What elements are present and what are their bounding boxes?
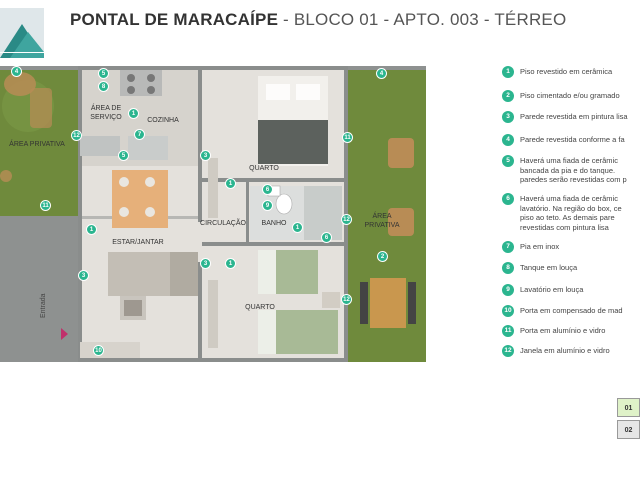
legend-text: Piso revestido em cerâmica [520,67,613,76]
legend-number: 3 [502,111,514,123]
plan-marker: 2 [377,251,388,262]
legend-number: 7 [502,241,514,253]
floor-plan-drawing [0,66,426,362]
floor-selector-item-02[interactable]: 02 [617,420,640,439]
legend-text: Haverá uma fiada de cerâmic lavatório. N… [520,194,622,232]
legend-number: 10 [502,305,514,317]
page-title: PONTAL DE MARACAÍPE - BLOCO 01 - APTO. 0… [70,10,566,30]
room-label-cozinha: COZINHA [147,117,179,124]
room-label-quarto-top: QUARTO [249,165,279,172]
legend-item: 8 Tanque em louça [502,262,640,276]
legend-item: 2 Piso cimentado e/ou gramado [502,90,640,104]
legend-number: 6 [502,193,514,205]
legend-text: Parede revestida em pintura lisa [520,112,628,121]
plan-marker: 1 [292,222,303,233]
entrance-label: Entrada [40,293,47,318]
plan-marker: 6 [262,184,273,195]
legend-number: 12 [502,345,514,357]
legend-number: 2 [502,90,514,102]
room-label-area-privativa-left: ÁREA PRIVATIVA [9,141,65,148]
floor-selector: 01 02 [617,398,640,442]
legend-item: 6 Haverá uma fiada de cerâmic lavatório.… [502,193,640,235]
legend-item: 5 Haverá uma fiada de cerâmic bancada da… [502,155,640,187]
legend-item: 1 Piso revestido em cerâmica [502,66,640,80]
plan-marker: 12 [341,214,352,225]
legend-item: 7 Pia em inox [502,241,640,255]
legend-item: 3 Parede revestida em pintura lisa [502,111,640,125]
plan-marker: 12 [71,130,82,141]
plan-marker: 3 [78,270,89,281]
legend-item: 10 Porta em compensado de mad [502,305,640,319]
plan-marker: 5 [98,68,109,79]
plan-marker: 1 [128,108,139,119]
plan-marker: 1 [225,178,236,189]
room-label-area-servico: ÁREA DE SERVIÇO [90,105,122,121]
legend-number: 8 [502,262,514,274]
plan-marker: 8 [98,81,109,92]
title-project: PONTAL DE MARACAÍPE [70,10,279,29]
legend-number: 5 [502,155,514,167]
floor-plan: ÁREA PRIVATIVA ÁREA DE SERVIÇO COZINHA Q… [0,66,426,362]
room-label-estar-jantar: ESTAR/JANTAR [112,239,164,246]
room-label-area-privativa-right: ÁREA PRIVATIVA [364,213,400,229]
legend-text: Parede revestida conforme a fa [520,135,625,144]
plan-marker: 1 [225,258,236,269]
legend-number: 9 [502,284,514,296]
plan-marker: 9 [262,200,273,211]
plan-marker: 11 [40,200,51,211]
plan-marker: 4 [11,66,22,77]
legend-item: 12 Janela em alumínio e vidro [502,345,640,359]
legend-number: 11 [502,325,514,337]
plan-marker: 11 [342,132,353,143]
floor-selector-item-01[interactable]: 01 [617,398,640,417]
legend-text: Tanque em louça [520,263,578,272]
room-label-circulacao: CIRCULAÇÃO [200,220,246,227]
legend-text: Piso cimentado e/ou gramado [520,91,620,100]
plan-marker: 10 [93,345,104,356]
legend-item: 11 Porta em alumínio e vidro [502,325,640,339]
legend-item: 9 Lavatório em louça [502,284,640,298]
entrance-arrow-icon [61,328,68,340]
plan-marker: 3 [200,258,211,269]
plan-marker: 6 [321,232,332,243]
room-label-quarto-bottom: QUARTO [245,304,275,311]
legend-number: 1 [502,66,514,78]
legend-item: 4 Parede revestida conforme a fa [502,134,640,148]
legend-text: Porta em alumínio e vidro [520,326,606,335]
legend-text: Haverá uma fiada de cerâmic bancada da p… [520,156,627,184]
plan-marker: 3 [200,150,211,161]
legend-text: Janela em alumínio e vidro [520,346,610,355]
legend-text: Porta em compensado de mad [520,306,623,315]
legend-text: Lavatório em louça [520,285,584,294]
room-label-banho: BANHO [261,220,287,227]
plan-marker: 7 [134,129,145,140]
plan-marker: 1 [86,224,97,235]
legend-text: Pia em inox [520,242,560,251]
title-unit: - BLOCO 01 - APTO. 003 - TÉRREO [278,10,567,29]
legend-number: 4 [502,134,514,146]
plan-marker: 4 [376,68,387,79]
plan-marker: 5 [118,150,129,161]
plan-marker: 12 [341,294,352,305]
logo [0,8,44,58]
